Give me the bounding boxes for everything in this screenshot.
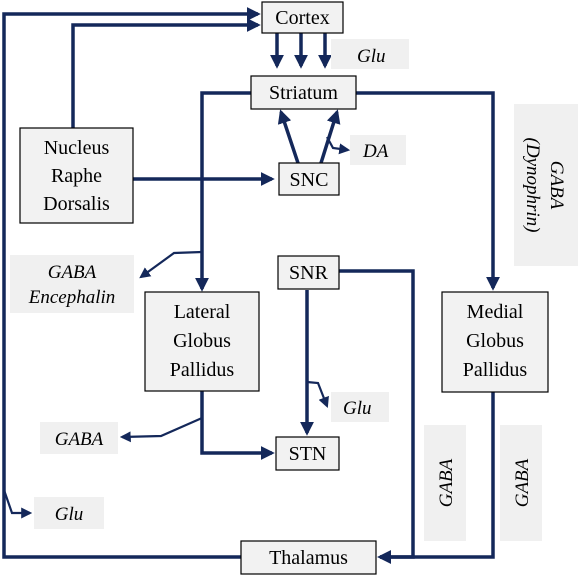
node-label: STN	[289, 443, 327, 465]
label-snc-striatum: DA	[350, 135, 406, 165]
label-text: Glu	[55, 504, 84, 525]
node-label: Medial	[467, 301, 524, 323]
node-label: Globus	[173, 330, 231, 352]
node-label: SNR	[289, 262, 329, 284]
label-medial-thalamus: GABA	[500, 425, 542, 541]
node-label: Nucleus	[44, 137, 110, 159]
label-text: (Dynophrin)	[522, 138, 543, 233]
label-stn-snr: Glu	[331, 392, 389, 422]
leader-glu-stn	[306, 380, 329, 409]
label-text: GABA	[55, 429, 104, 450]
label-text: DA	[362, 141, 389, 162]
node-label: Pallidus	[170, 359, 235, 381]
edge-striatum-lateral	[195, 91, 251, 292]
label-text: Encephalin	[28, 287, 116, 308]
node-snc: SNC	[278, 162, 340, 196]
edge-snc-striatum-right	[319, 109, 341, 164]
label-text: GABA	[436, 458, 457, 507]
label-text: GABA	[546, 161, 567, 210]
node-label: Globus	[466, 330, 524, 352]
node-snr: SNR	[277, 255, 340, 290]
edge-medial-thalamus	[377, 392, 495, 564]
leader-gaba-lateral	[119, 416, 203, 443]
label-text: GABA	[48, 262, 97, 283]
edge-thalamus-cortex	[2, 7, 261, 559]
node-label: Striatum	[269, 82, 338, 104]
edge-striatum-medial	[356, 91, 500, 291]
label-text: GABA	[512, 458, 533, 507]
node-label: Raphe	[51, 165, 102, 187]
node-label: Cortex	[275, 7, 329, 29]
label-thalamus-cortex: Glu	[34, 497, 104, 529]
node-label: SNC	[290, 169, 329, 191]
label-text: Glu	[357, 46, 386, 67]
node-thalamus: Thalamus	[240, 540, 377, 575]
node-label: Thalamus	[269, 547, 348, 569]
node-nucleus-raphe-dorsalis: Nucleus Raphe Dorsalis	[19, 127, 134, 224]
node-cortex: Cortex	[261, 1, 344, 34]
node-label: Pallidus	[463, 359, 528, 381]
label-striatum-lateral: GABA Encephalin	[10, 255, 134, 313]
leader-gaba-encephalin	[139, 250, 203, 279]
label-text: Glu	[343, 398, 372, 419]
node-label: Dorsalis	[43, 193, 110, 215]
label-snr-thalamus: GABA	[424, 425, 466, 541]
node-striatum: Striatum	[250, 75, 357, 110]
edge-lateral-stn	[200, 391, 275, 460]
node-label: Lateral	[174, 301, 231, 323]
label-lateral-stn: GABA	[40, 422, 118, 454]
label-cortex-striatum: Glu	[331, 39, 409, 69]
edge-nrd-cortex	[71, 18, 261, 128]
node-stn: STN	[275, 436, 340, 471]
label-striatum-medial: GABA (Dynophrin)	[514, 104, 578, 266]
edge-snc-striatum-left	[277, 109, 300, 164]
leader-da	[326, 136, 351, 155]
node-lateral-globus-pallidus: Lateral Globus Pallidus	[144, 291, 260, 392]
leader-glu-thalamus	[2, 489, 33, 519]
node-medial-globus-pallidus: Medial Globus Pallidus	[441, 291, 549, 393]
